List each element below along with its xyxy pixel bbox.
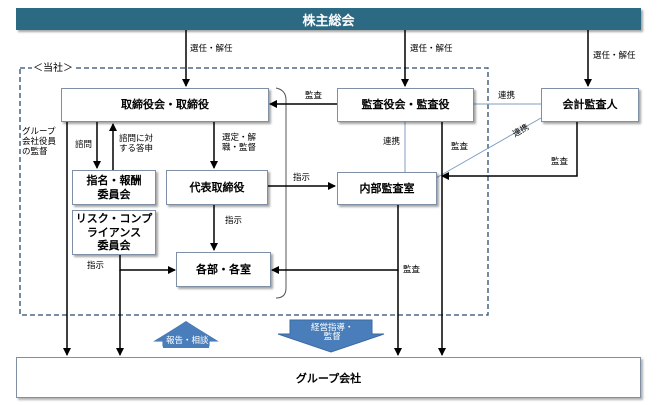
instruct-risk-label: 指示 [87,261,105,271]
risk-compliance-box: リスク・コンプ ライアンス 委員会 [72,210,156,255]
guidance-block-arrow [277,319,385,353]
appoint-label-accountant: 選任・解任 [593,51,636,61]
audit-label-board: 監査 [305,91,323,101]
group-supervision-label: グループ 会社役員 の監督 [22,127,57,157]
board-bracket [275,87,287,299]
select-supervise-label: 選定・解 職・監督 [222,133,257,153]
audit-label-group: 監査 [451,142,469,152]
accountant-box: 会計監査人 [541,88,639,122]
board-box: 取締役会・取締役 [61,88,269,122]
cooperate-label-top: 連携 [498,91,516,101]
appoint-label-auditors: 選任・解任 [410,44,453,54]
company-boundary [19,67,489,316]
auditors-box: 監査役会・監査役 [337,88,474,122]
cooperate-label-mid: 連携 [383,137,401,147]
reply-label: 諮問に対 する答申 [119,134,154,154]
group-companies-box: グループ会社 [16,357,641,398]
internal-audit-box: 内部監査室 [337,172,437,205]
guidance-label: 経営指導・ 監督 [311,323,354,343]
company-label: ＜当社＞ [32,63,74,75]
instruct-internal-label: 指示 [293,173,311,183]
audit-dept-label: 監査 [403,265,421,275]
appoint-label-board: 選任・解任 [190,44,233,54]
consult-label: 諮問 [75,140,93,150]
instruct-dept-label: 指示 [225,216,243,226]
shareholders-meeting: 株主総会 [16,8,641,30]
representative-director-box: 代表取締役 [166,170,268,205]
nomination-committee-box: 指名・報酬 委員会 [72,170,156,205]
audit-label-accountant: 監査 [551,157,569,167]
report-label: 報告・相談 [166,336,209,346]
departments-box: 各部・各室 [176,252,271,287]
